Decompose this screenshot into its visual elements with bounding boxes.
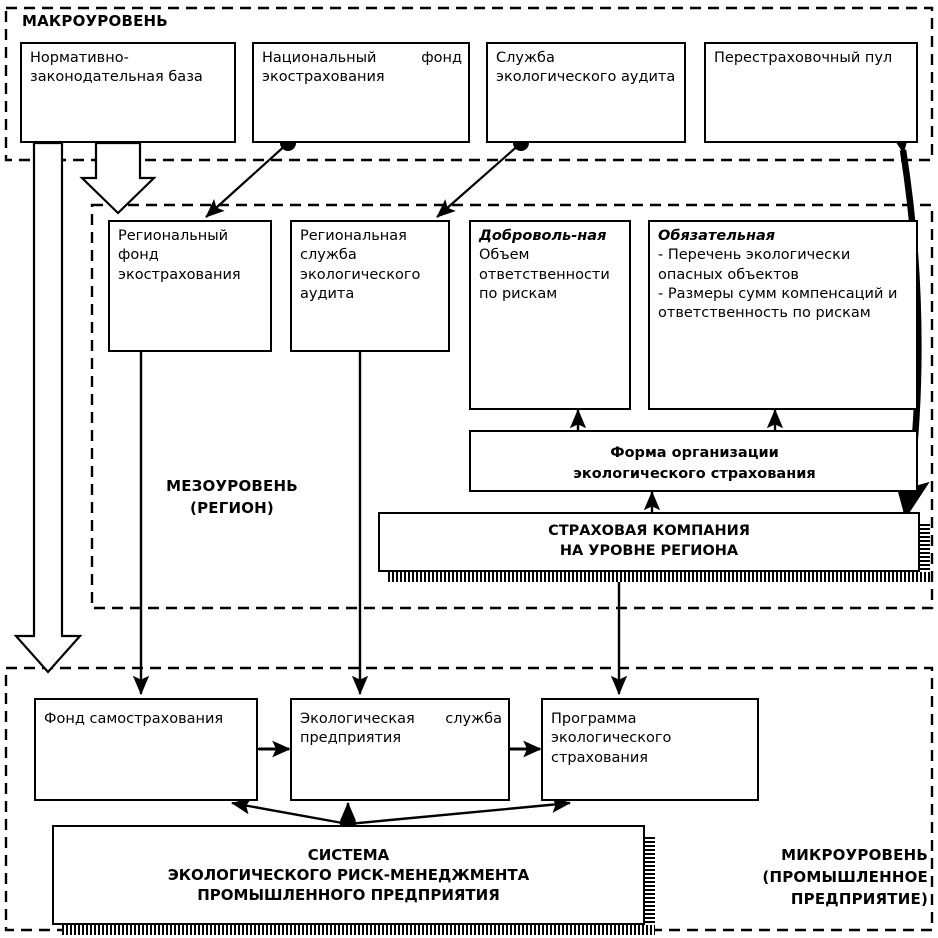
micro-level-label: МИКРОУРОВЕНЬ (ПРОМЫШЛЕННОЕ ПРЕДПРИЯТИЕ) [700,845,928,910]
system-line2: ЭКОЛОГИЧЕСКОГО РИСК-МЕНЕДЖМЕНТА [167,865,530,884]
system-shadow-bottom [62,925,655,935]
system-inner-panel [52,825,645,925]
meso-box-obligatory-line2: - Размеры сумм компенсаций и ответственн… [658,285,898,322]
system-line1: СИСТЕМА [307,845,390,864]
micro-level-label-line3: ПРЕДПРИЯТИЕ) [790,889,928,908]
meso-box-regional-fund[interactable]: Региональный фонд экострахования [108,220,272,352]
system-line3: ПРОМЫШЛЕННОГО ПРЕДПРИЯТИЯ [197,886,500,905]
meso-box-voluntary-heading: Доброволь-ная [479,228,607,244]
macro-box-legal-base[interactable]: Нормативно-законодательная база [20,42,236,143]
company-shadow-bottom [388,572,930,582]
micro-box-eco-insurance-program-label: Программа экологического страхования [551,711,672,766]
meso-box-insurance-form[interactable]: Форма организации экологического страхов… [469,430,918,492]
meso-box-regional-insurance-company-content: СТРАХОВАЯ КОМПАНИЯ НА УРОВНЕ РЕГИОНА [378,512,920,572]
meso-level-frame [90,203,934,610]
meso-level-label: МЕЗОУРОВЕНЬ (РЕГИОН) [152,476,312,520]
meso-box-voluntary[interactable]: Доброволь-ная Объем ответственности по р… [469,220,631,410]
hollow-arrow-legal-to-meso [79,141,157,215]
meso-box-regional-fund-label: Региональный фонд экострахования [118,228,241,283]
meso-box-insurance-form-line1: Форма организации [610,445,779,461]
meso-box-regional-audit-label: Региональная служба экологического аудит… [300,228,421,302]
meso-box-voluntary-content: Доброволь-ная Объем ответственности по р… [479,227,623,304]
company-line2: НА УРОВНЕ РЕГИОНА [559,543,739,559]
macro-box-national-fund[interactable]: Национальный фонд экострахования [252,42,470,143]
hollow-arrow-legal-to-micro [13,141,83,674]
micro-level-label-line1: МИКРОУРОВЕНЬ [781,846,928,864]
micro-box-eco-insurance-program[interactable]: Программа экологического страхования [541,698,759,801]
system-shadow-right [645,835,655,935]
micro-level-label-line2: (ПРОМЫШЛЕННОЕ [762,867,928,886]
micro-box-self-insurance-fund[interactable]: Фонд самострахования [34,698,258,801]
macro-box-eco-audit-service-label: Служба экологического аудита [496,50,676,86]
micro-box-enterprise-eco-service[interactable]: Экологическая служба предприятия [290,698,510,801]
meso-box-obligatory-line1: - Перечень экологически опасных объектов [658,247,851,283]
micro-box-risk-management-system[interactable]: СИСТЕМА ЭКОЛОГИЧЕСКОГО РИСК-МЕНЕДЖМЕНТА … [52,825,655,935]
meso-box-voluntary-label: Объем ответственности по рискам [479,247,610,302]
macro-box-reinsurance-pool[interactable]: Перестраховочный пул [704,42,918,143]
meso-box-insurance-form-content: Форма организации экологического страхов… [479,443,910,484]
meso-level-label-line2: (РЕГИОН) [190,498,274,517]
micro-box-enterprise-eco-service-label: Экологическая служба предприятия [300,711,502,747]
meso-box-obligatory-content: Обязательная - Перечень экологически опа… [658,227,910,323]
meso-box-insurance-form-line2: экологического страхования [573,465,816,482]
company-shadow-right [920,522,930,582]
macro-box-national-fund-label: Национальный фонд экострахования [262,50,462,86]
meso-level-label-line1: МЕЗОУРОВЕНЬ [166,477,298,495]
company-inner-panel [378,512,920,572]
meso-box-regional-audit[interactable]: Региональная служба экологического аудит… [290,220,450,352]
macro-level-label: МАКРОУРОВЕНЬ [22,12,168,30]
macro-box-eco-audit-service[interactable]: Служба экологического аудита [486,42,686,143]
company-line1: СТРАХОВАЯ КОМПАНИЯ [548,523,750,540]
meso-box-obligatory-heading: Обязательная [658,228,776,244]
micro-box-risk-management-system-content: СИСТЕМА ЭКОЛОГИЧЕСКОГО РИСК-МЕНЕДЖМЕНТА … [52,825,645,925]
micro-box-self-insurance-fund-label: Фонд самострахования [44,711,224,727]
macro-level-frame [4,6,934,162]
meso-box-regional-insurance-company[interactable]: СТРАХОВАЯ КОМПАНИЯ НА УРОВНЕ РЕГИОНА [378,512,930,582]
meso-box-obligatory[interactable]: Обязательная - Перечень экологически опа… [648,220,918,410]
macro-box-legal-base-label: Нормативно-законодательная база [30,50,203,86]
macro-box-reinsurance-pool-label: Перестраховочный пул [714,50,893,66]
